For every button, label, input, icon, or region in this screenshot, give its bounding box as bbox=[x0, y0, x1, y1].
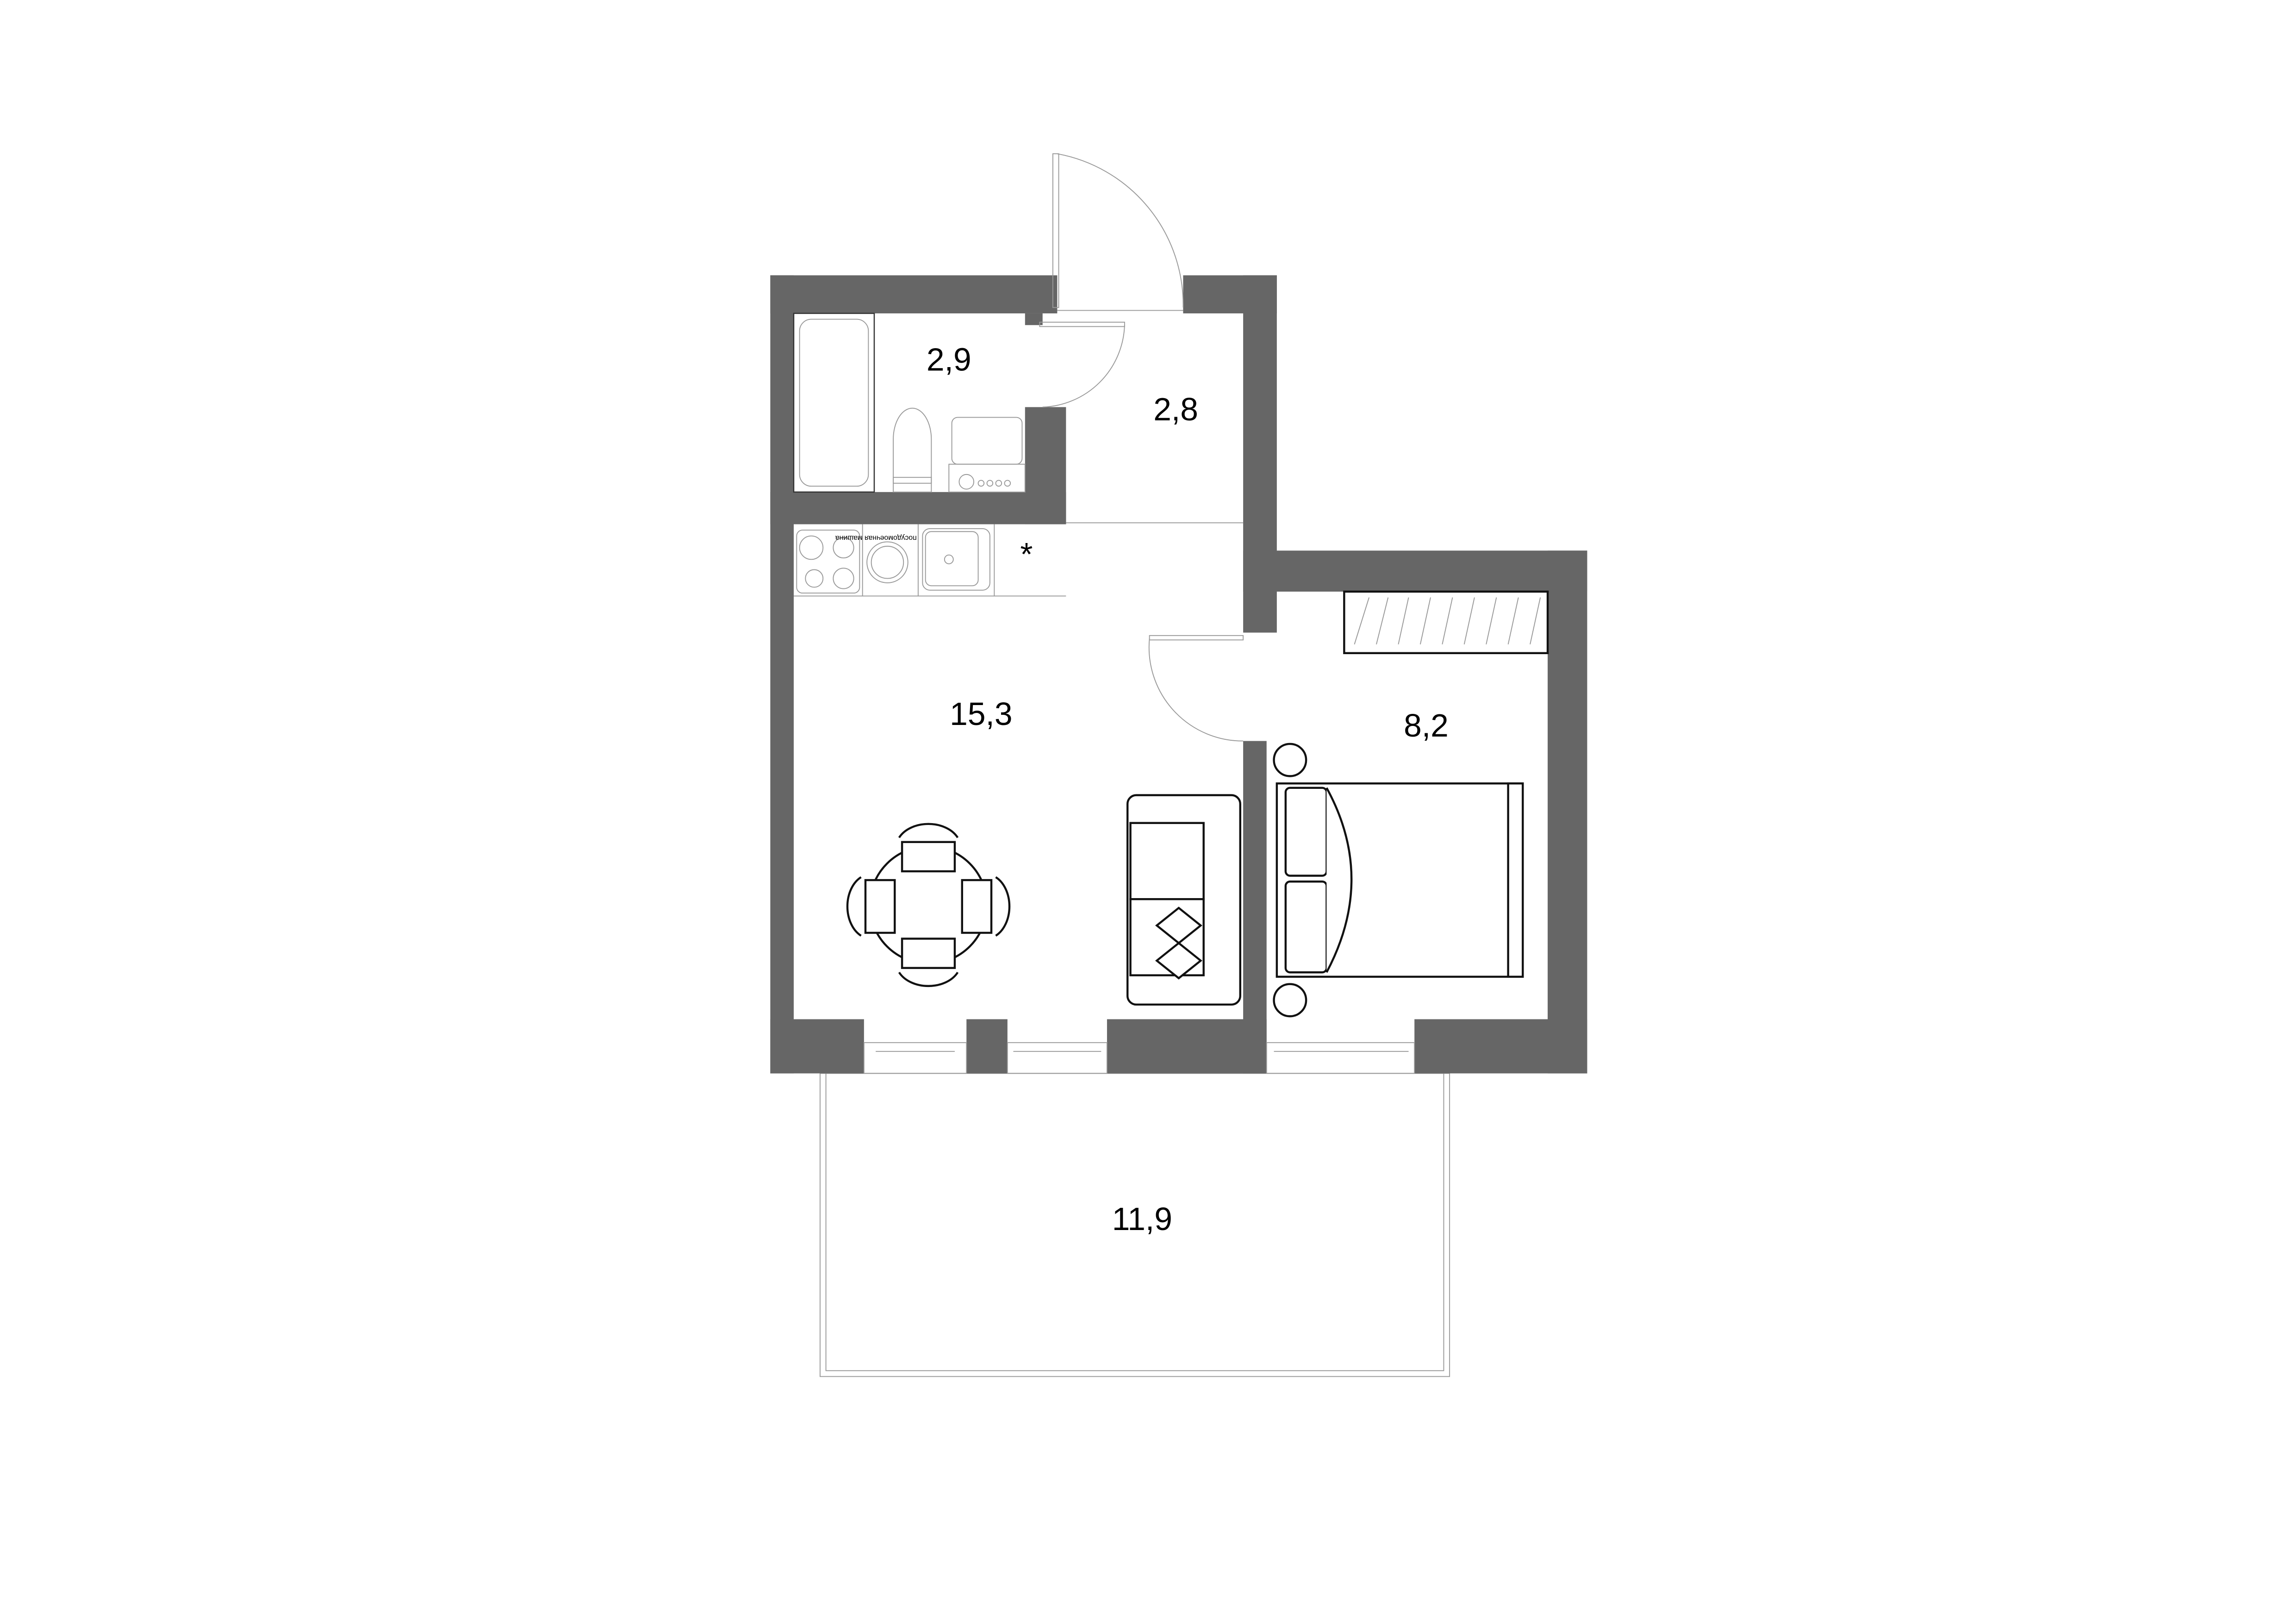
toilet bbox=[893, 407, 932, 493]
cooktop bbox=[796, 530, 860, 594]
wardrobe bbox=[1343, 590, 1549, 655]
sink bbox=[922, 528, 990, 591]
kitchen-counter bbox=[794, 524, 1066, 597]
bedroom-door[interactable] bbox=[1148, 635, 1244, 742]
dishwasher: посудомоечная машина bbox=[835, 534, 917, 583]
entrance-door[interactable] bbox=[1052, 153, 1184, 311]
bathtub bbox=[793, 312, 875, 493]
kitchen-mark: * bbox=[1020, 536, 1033, 572]
room-area-balcony: 11,9 bbox=[1112, 1201, 1172, 1237]
room-area-hallway: 2,8 bbox=[1153, 391, 1198, 427]
sofa bbox=[1126, 794, 1241, 1006]
room-area-bathroom: 2,9 bbox=[927, 341, 971, 377]
walls bbox=[770, 275, 1587, 1074]
windows bbox=[863, 1042, 1415, 1074]
bed bbox=[1273, 743, 1524, 1018]
room-area-bedroom: 8,2 bbox=[1404, 707, 1449, 743]
dining-table bbox=[846, 823, 1011, 987]
washing-machine bbox=[948, 417, 1026, 493]
dishwasher-label: посудомоечная машина bbox=[835, 534, 917, 542]
room-area-living-kitchen: 15,3 bbox=[950, 696, 1012, 732]
bathroom-door[interactable] bbox=[1039, 321, 1125, 408]
